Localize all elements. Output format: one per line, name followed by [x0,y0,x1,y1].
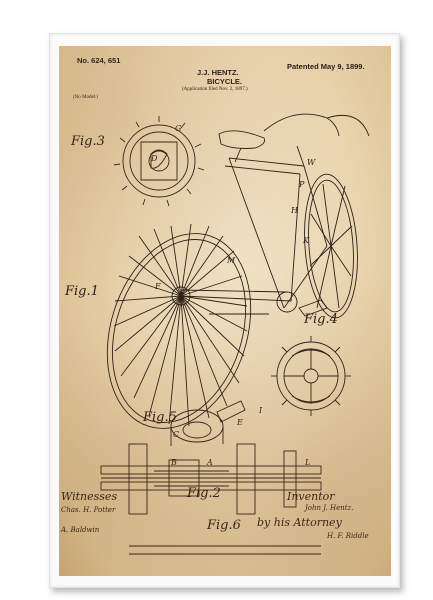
fig2-label: Fig.2 [187,486,221,501]
application-date: (Application filed Nov. 2, 1897.) [182,87,248,92]
inventor-name: J.J. HENTZ. [197,68,239,77]
part-letter-e: E [237,418,243,427]
part-letter-k: K [303,236,309,245]
bicycle-frame [180,113,370,317]
fig3-sprocket [113,116,205,207]
part-letter-c: C [173,430,180,439]
inventor-signature: John J. Hentz. [305,504,354,512]
fig6-label: Fig.6 [207,518,241,533]
fig1-label: Fig.1 [65,284,99,299]
part-letter-m: M [227,256,236,265]
part-letter-w: W [307,158,316,167]
fig5-crank [170,400,246,446]
part-letter-l: L [305,458,311,467]
witness-signature-1: Chas. H. Potter [61,506,116,514]
witness-signature-2: A. Baldwin [61,526,100,534]
inventor-label: Inventor [287,490,335,503]
front-wheel [106,223,252,429]
attorney-label: by his Attorney [257,516,342,529]
model-note: (No Model.) [73,95,98,100]
fig5-label: Fig.5 [143,410,177,425]
rear-wheel [304,173,358,319]
fig3-label: Fig.3 [71,134,105,149]
witnesses-label: Witnesses [61,490,118,503]
part-letter-b: B [171,458,177,467]
part-letter-d: D [151,154,158,163]
part-letter-g: G [175,124,182,133]
part-letter-h: H [291,206,298,215]
patent-title: BICYCLE. [207,77,243,86]
bicycle-patent-drawing [100,113,370,555]
part-letter-a: A [207,458,213,467]
part-letter-f: F [155,282,161,291]
patent-number: No. 624, 651 [77,56,121,65]
fig4-gear [271,336,351,416]
patent-poster: No. 624, 651 J.J. HENTZ. BICYCLE. (Appli… [59,46,391,576]
part-letter-p: P [299,180,305,189]
attorney-signature: H. F. Riddle [327,532,369,540]
part-letter-i: I [259,406,263,415]
fig4-label: Fig.4 [304,312,338,327]
patented-date: Patented May 9, 1899. [287,62,365,71]
fig2-axle-assembly [100,443,322,555]
